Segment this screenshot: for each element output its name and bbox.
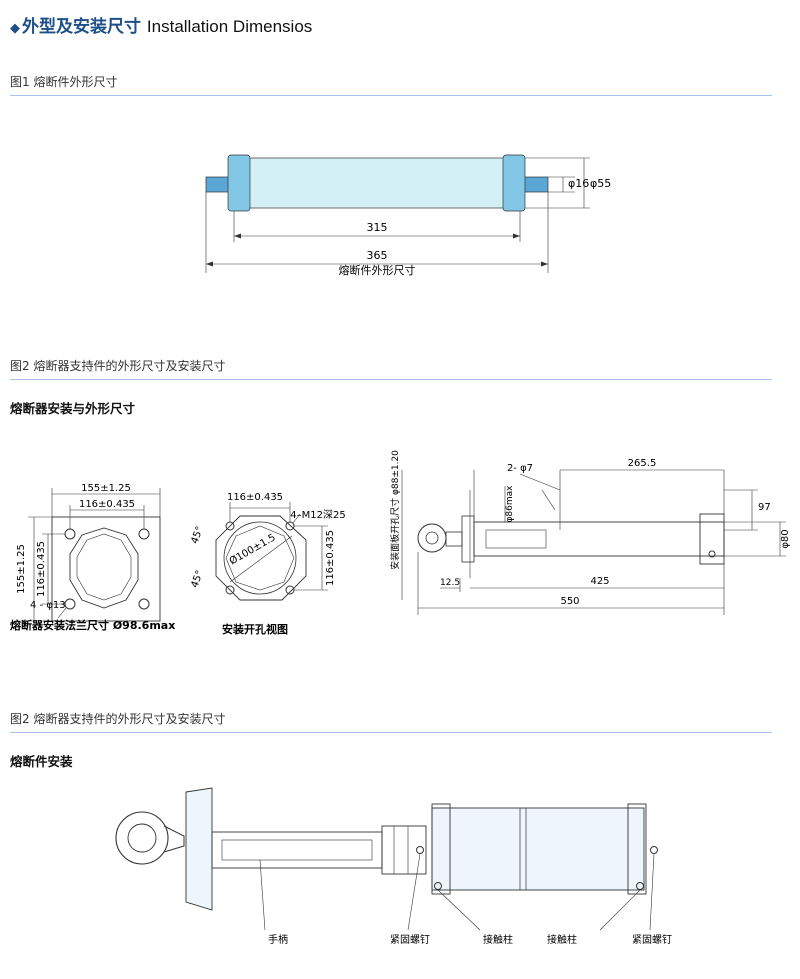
title-cn: 外型及安装尺寸 [22,17,141,37]
fuse-installation-drawing: 手柄 紧固螺钉 接触柱 接触柱 紧固螺钉 [115,787,672,946]
cutout-caption: 安装开孔视图 [222,622,288,636]
side-view: 安装面板开孔尺寸 φ88±1.20 2- φ7 265.5 φ86max 97 … [389,450,791,615]
divider [10,95,772,96]
side-12: 12.5 [440,578,460,588]
angle-top: 45° [189,525,205,545]
cutout-w: 116±0.435 [227,492,283,503]
side-425: 425 [590,576,609,587]
dim-315: 315 [367,221,388,234]
page-title: ◆外型及安装尺寸 Installation Dimensios [10,12,312,37]
figure2-subtitle: 熔断器安装与外形尺寸 [10,401,136,416]
divider [10,379,772,380]
right-cap [502,154,526,212]
side-86: φ86max [505,485,515,523]
flange-caption: 熔断器安装法兰尺寸 Ø98.6max [10,618,175,632]
label-screw-left: 紧固螺钉 [390,934,430,946]
flange-inner-h: 116±0.435 [36,541,47,597]
label-screw-right: 紧固螺钉 [632,934,672,946]
cutout-h: 116±0.435 [325,530,336,586]
flange-outer-h: 155±1.25 [16,544,27,594]
dim-phi55: φ55 [590,177,611,190]
figure2-caption: 图2 熔断器支持件的外形尺寸及安装尺寸 [10,359,226,373]
diamond-icon: ◆ [10,21,20,36]
dim-365: 365 [367,249,388,262]
cutout-view: 116±0.435 4–M12深25 116±0.435 45° 45° Ø10… [189,492,346,601]
side-80: φ80 [780,529,791,548]
side-97: 97 [758,502,771,513]
side-265: 265.5 [628,458,657,469]
figure3-caption: 图2 熔断器支持件的外形尺寸及安装尺寸 [10,712,226,726]
panel-label: 安装面板开孔尺寸 φ88±1.20 [389,450,401,570]
side-holes: 2- φ7 [507,463,533,474]
divider [10,732,772,733]
title-en: Installation Dimensios [146,17,313,36]
angle-bottom: 45° [189,569,205,589]
left-cap [227,154,251,212]
cutout-thread: 4–M12深25 [290,509,345,521]
support-drawings: 155±1.25 116±0.435 155±1.25 116±0.435 4 … [10,450,791,636]
cutout-circle: Ø100±1.5 [227,531,277,567]
figure3-subtitle: 熔断件安装 [10,754,73,769]
flange-outer-w: 155±1.25 [81,483,131,494]
fuse-body [233,157,525,209]
flange-view: 155±1.25 116±0.435 155±1.25 116±0.435 4 … [16,483,161,622]
label-contact-right: 接触柱 [547,933,577,946]
flange-holes: 4 - φ13 [30,600,66,611]
drawing-label: 熔断件外形尺寸 [339,263,416,277]
dim-phi16: φ16 [568,177,589,190]
flange-inner-w: 116±0.435 [79,499,135,510]
label-contact-left: 接触柱 [483,933,513,946]
figure1-caption: 图1 熔断件外形尺寸 [10,75,118,89]
label-handle: 手柄 [268,933,288,946]
fuse-outline-drawing: 315 365 φ16 φ55 熔断件外形尺寸 [205,154,611,277]
side-550: 550 [560,596,579,607]
